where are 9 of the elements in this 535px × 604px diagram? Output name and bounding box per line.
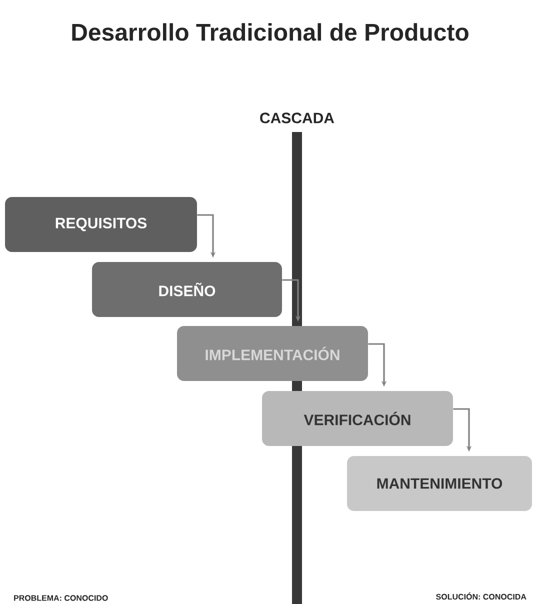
process-box: MANTENIMIENTO [347,456,532,511]
title: Desarrollo Tradicional de Producto [72,23,468,41]
label: SOLUCIÓN: CONOCIDA [436,592,526,600]
process-box: IMPLEMENTACIÓN [177,326,368,381]
process-box: DISEÑO [92,262,282,317]
label: PROBLEMA: CONOCIDO [14,595,108,601]
process-box: REQUISITOS [5,197,197,252]
label: CASCADA [260,112,334,124]
process-box: VERIFICACIÓN [262,391,453,446]
